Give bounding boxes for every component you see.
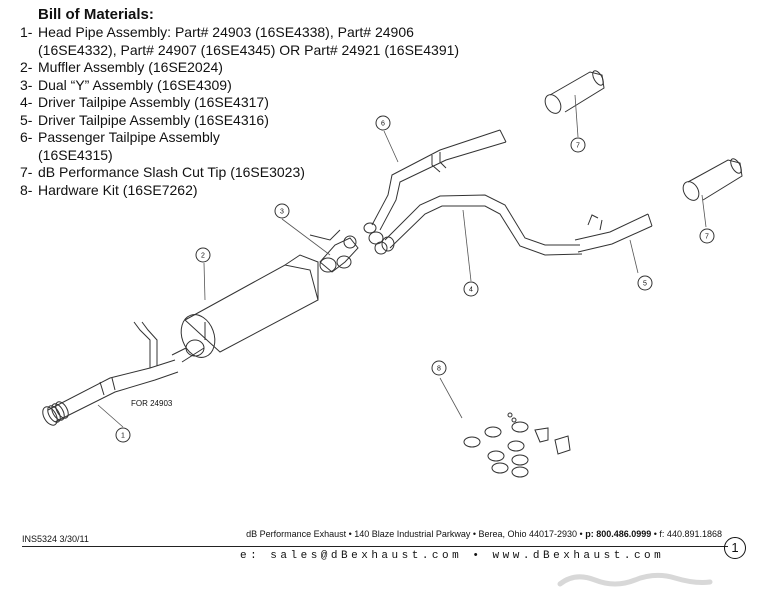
callout-1: 1 bbox=[115, 427, 131, 443]
bom-item-4: 4- Driver Tailpipe Assembly (16SE4317) bbox=[20, 94, 459, 112]
callout-3: 3 bbox=[274, 203, 290, 219]
bom-item-text: Driver Tailpipe Assembly (16SE4316) bbox=[38, 111, 269, 128]
svg-text:5: 5 bbox=[643, 281, 647, 288]
bom-list: 1- Head Pipe Assembly: Part# 24903 (16SE4… bbox=[20, 24, 459, 199]
bom-item-number: 2- bbox=[20, 59, 33, 75]
bom-item-text: Passenger Tailpipe Assembly bbox=[38, 129, 220, 145]
callout-7-lower: 7 bbox=[699, 228, 715, 244]
phone-number: 800.486.0999 bbox=[596, 529, 652, 539]
bom-item-text: Head Pipe Assembly: Part# 24903 (16SE433… bbox=[38, 24, 414, 40]
bom-item-number: 6- bbox=[20, 129, 33, 145]
bom-item-text: Driver Tailpipe Assembly (16SE4317) bbox=[38, 94, 269, 110]
company-address: dB Performance Exhaust • 140 Blaze Indus… bbox=[246, 529, 722, 539]
address-text: dB Performance Exhaust • 140 Blaze Indus… bbox=[246, 529, 586, 539]
bom-item-7: 7- dB Performance Slash Cut Tip (16SE3023… bbox=[20, 164, 459, 182]
fax-number: • f: 440.891.1868 bbox=[651, 529, 722, 539]
footer-divider bbox=[22, 546, 728, 547]
bom-item-number: 8- bbox=[20, 181, 33, 198]
for-part-note: FOR 24903 bbox=[131, 399, 173, 408]
muffler-assembly bbox=[171, 254, 319, 363]
callout-7-upper: 7 bbox=[570, 137, 586, 153]
callout-2: 2 bbox=[195, 247, 211, 263]
svg-text:6: 6 bbox=[381, 121, 385, 128]
bom-item-6: 6- Passenger Tailpipe Assembly bbox=[20, 129, 459, 147]
bom-item-number: 1- bbox=[20, 24, 33, 40]
bom-item-1-continued: (16SE4332), Part# 24907 (16SE4345) OR Pa… bbox=[38, 41, 460, 58]
slash-cut-tip-lower bbox=[682, 158, 743, 201]
passenger-tailpipe-assembly bbox=[363, 129, 507, 245]
callout-4: 4 bbox=[463, 281, 479, 297]
callouts: 1 2 3 4 5 6 7 7 8 bbox=[115, 115, 715, 443]
svg-text:1: 1 bbox=[121, 433, 125, 440]
leader-lines bbox=[97, 94, 707, 428]
document-code: INS5324 3/30/11 bbox=[22, 534, 89, 544]
page-number: 1 bbox=[724, 537, 746, 559]
svg-text:2: 2 bbox=[201, 253, 205, 260]
bom-item-5: 5- Driver Tailpipe Assembly (16SE4316) bbox=[20, 112, 459, 130]
phone-prefix: p: bbox=[585, 529, 594, 539]
driver-tailpipe-assembly-16se4316 bbox=[574, 213, 653, 253]
watermark-logo bbox=[557, 572, 713, 587]
bom-item-number: 7- bbox=[20, 164, 33, 180]
bom-item-text: Hardware Kit (16SE7262) bbox=[38, 181, 198, 198]
svg-text:7: 7 bbox=[576, 143, 580, 150]
bom-item-8: 8- Hardware Kit (16SE7262) bbox=[20, 182, 459, 200]
bom-item-1: 1- Head Pipe Assembly: Part# 24903 (16SE4… bbox=[20, 24, 459, 42]
driver-tailpipe-assembly-16se4317 bbox=[374, 194, 583, 256]
bom-item-6-continued: (16SE4315) bbox=[38, 146, 113, 163]
bom-item-3: 3- Dual “Y” Assembly (16SE4309) bbox=[20, 77, 459, 95]
head-pipe-assembly bbox=[42, 321, 179, 426]
svg-text:8: 8 bbox=[437, 366, 441, 373]
svg-text:7: 7 bbox=[705, 234, 709, 241]
bom-item-text: dB Performance Slash Cut Tip (16SE3023) bbox=[38, 164, 305, 180]
bom-item-text: Dual “Y” Assembly (16SE4309) bbox=[38, 76, 232, 93]
bom-item-2: 2- Muffler Assembly (16SE2024) bbox=[20, 59, 459, 77]
bom-item-text: Muffler Assembly (16SE2024) bbox=[38, 59, 223, 75]
bom-item-number: 3- bbox=[20, 76, 33, 93]
bom-item-number: 4- bbox=[20, 94, 33, 110]
callout-6: 6 bbox=[375, 115, 391, 131]
callout-8: 8 bbox=[431, 360, 447, 376]
dual-y-assembly bbox=[309, 229, 359, 273]
bom-title: Bill of Materials: bbox=[38, 6, 154, 23]
svg-text:4: 4 bbox=[469, 287, 473, 294]
callout-5: 5 bbox=[637, 275, 653, 291]
hardware-kit bbox=[463, 412, 571, 478]
slash-cut-tip-upper bbox=[544, 70, 605, 114]
bom-item-number: 5- bbox=[20, 111, 33, 128]
svg-text:3: 3 bbox=[280, 209, 284, 216]
contact-web-line: e: sales@dBexhaust.com • www.dBexhaust.c… bbox=[240, 550, 665, 562]
